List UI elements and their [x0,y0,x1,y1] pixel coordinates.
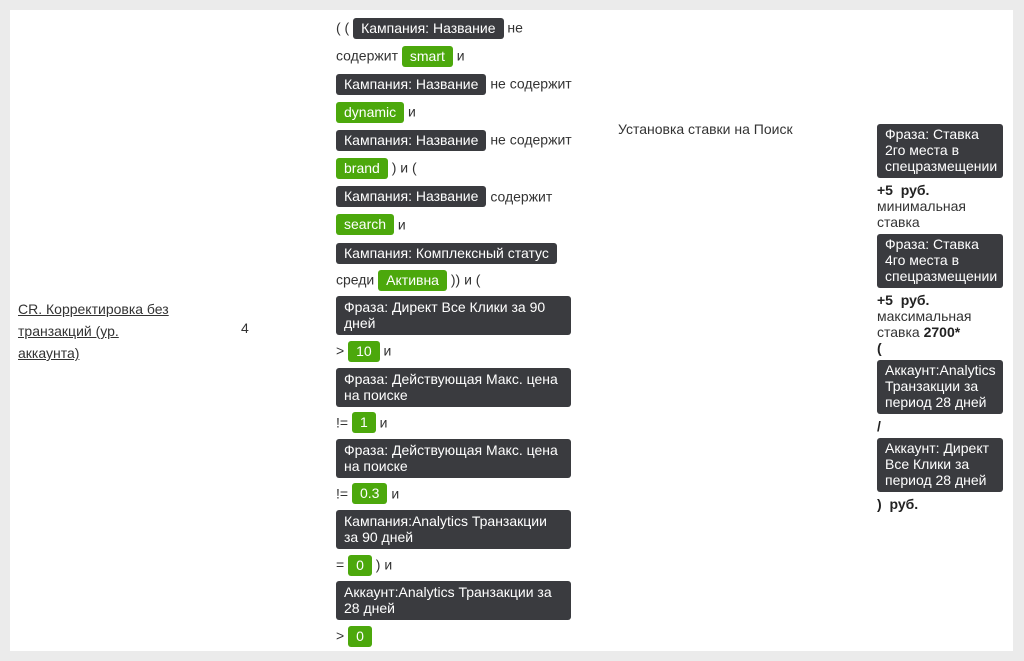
logic-and: и [383,342,392,359]
condition-operator: = [336,556,345,573]
formula-divide: / [877,418,881,434]
condition-value: Активна [378,270,447,292]
condition-field: Аккаунт:Analytics Транзакции за 28 дней [336,580,571,620]
formula-unit: руб. [900,292,930,308]
condition-operator: != [336,485,349,502]
condition-value: brand [336,158,388,180]
logic-and: и [408,103,416,120]
condition-field: Кампания:Analytics Транзакции за 90 дней [336,509,571,549]
rule-name-link[interactable]: CR. Корректировка без транзакций (ур. ак… [18,301,169,361]
formula-unit: руб. [889,496,919,512]
condition-value: dynamic [336,102,405,124]
rule-action: Установка ставки на Поиск [618,121,793,137]
condition-value: search [336,214,395,236]
condition-value: smart [401,45,453,67]
formula-paren-close: ) [877,496,882,512]
condition-operator: не содержит [336,19,523,64]
condition-field: Фраза: Действующая Макс. цена на поиске [336,438,571,478]
condition-value: 0.3 [351,483,388,505]
condition-operator: > [336,342,345,359]
rule-conditions: ( ( Кампания: Название не содержит smart… [336,14,581,650]
formula-text: минимальная ставка [877,198,966,230]
condition-operator: не содержит [490,75,572,92]
group-close-and: ) и [375,556,393,573]
formula-plus: +5 [877,292,893,308]
formula-max: 2700* [923,324,961,340]
logic-and-group: ) и ( [391,159,417,176]
formula-plus: +5 [877,182,893,198]
condition-field: Кампания: Название [353,17,504,39]
condition-operator: != [336,414,349,431]
condition-value: 0 [348,625,372,647]
logic-and: и [397,216,406,233]
condition-value: 0 [348,554,372,576]
logic-and: и [391,485,400,502]
condition-field: Кампания: Название [336,73,487,95]
condition-value: 1 [351,412,376,434]
formula-field: Аккаунт:Analytics Транзакции за период 2… [877,360,1003,414]
formula-line: ) руб. [877,496,1005,512]
condition-operator: среди [336,271,375,288]
group-open: ( ( [336,19,350,36]
condition-field: Кампания: Название [336,130,487,152]
logic-and: и [456,47,465,64]
formula-line: +5 руб. максимальная ставка 2700* ( [877,292,1005,356]
formula-field: Аккаунт: Директ Все Клики за период 28 д… [877,438,1003,492]
formula-unit: руб. [900,182,930,198]
formula-field: Фраза: Ставка 2го места в спецразмещении [877,124,1003,178]
logic-and-group: )) и ( [450,271,481,288]
condition-operator: содержит [490,188,553,205]
condition-field: Фраза: Директ Все Клики за 90 дней [336,296,571,336]
condition-field: Кампания: Комплексный статус [336,242,557,264]
logic-and: и [379,414,388,431]
condition-field: Фраза: Действующая Макс. цена на поиске [336,367,571,407]
condition-value: 10 [348,341,380,363]
condition-operator: > [336,627,345,644]
condition-operator: не содержит [490,131,572,148]
bid-formula: Фраза: Ставка 2го места в спецразмещении… [877,124,1005,516]
condition-field: Кампания: Название [336,186,487,208]
formula-field: Фраза: Ставка 4го места в спецразмещении [877,234,1003,288]
formula-paren-open: ( [877,340,882,356]
rule-priority: 4 [241,320,249,336]
formula-line: +5 руб. минимальная ставка [877,182,1005,230]
formula-text: максимальная ставка [877,308,972,340]
